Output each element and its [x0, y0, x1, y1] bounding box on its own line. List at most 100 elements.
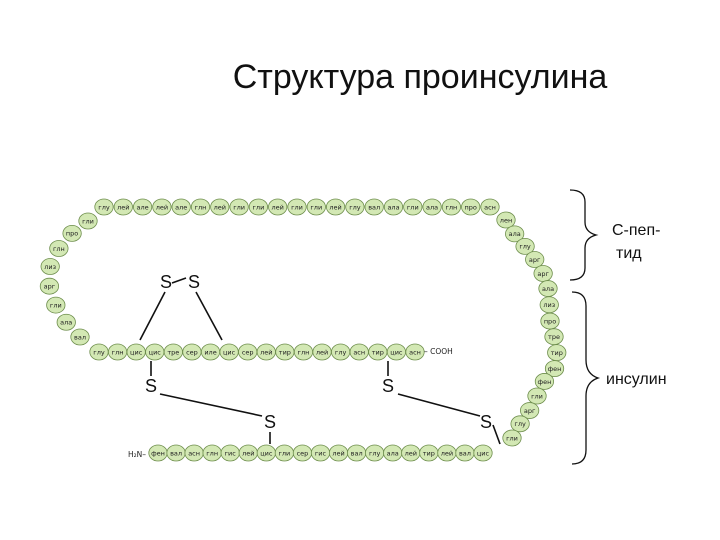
amino-acid-bead: лен	[496, 211, 516, 229]
amino-acid-bead: сер	[238, 343, 258, 361]
amino-acid-label: глу	[93, 348, 105, 356]
sulfur-label: S	[480, 412, 492, 432]
amino-acid-bead: глу	[515, 237, 535, 255]
amino-acid-bead: глу	[510, 415, 530, 433]
amino-acid-label: тир	[372, 348, 384, 356]
amino-acid-bead: ала	[422, 198, 442, 216]
amino-acid-label: гли	[407, 203, 419, 211]
amino-acid-label: асн	[188, 449, 200, 457]
amino-acid-label: сер	[186, 348, 198, 356]
amino-acid-label: лей	[316, 348, 328, 356]
amino-acid-bead: сер	[292, 444, 313, 462]
amino-acid-label: глн	[298, 348, 310, 356]
amino-acid-label: вал	[459, 449, 471, 457]
amino-acid-bead: асн	[349, 343, 369, 361]
sulfur-label: S	[382, 376, 394, 396]
amino-acid-label: фен	[151, 449, 165, 457]
amino-acid-label: фен	[538, 378, 552, 386]
amino-acid-label: сер	[242, 348, 254, 356]
amino-acid-bead: гли	[229, 198, 249, 216]
amino-acid-bead: фен	[544, 360, 565, 378]
amino-acid-bead: цис	[256, 444, 276, 462]
c-peptide-label: С-пеп-	[612, 222, 660, 239]
amino-acid-bead: цис	[126, 343, 146, 361]
amino-acid-bead: глн	[190, 198, 211, 216]
amino-acid-label: глу	[369, 449, 381, 457]
insulin-brace	[571, 291, 601, 465]
amino-acid-label: лей	[332, 449, 344, 457]
amino-acid-bead: цис	[473, 444, 493, 462]
amino-acid-label: ала	[387, 449, 399, 457]
amino-acid-label: глн	[112, 348, 124, 356]
amino-acid-label: арг	[529, 256, 541, 264]
amino-acid-label: ала	[426, 203, 438, 211]
disulfide-bond	[195, 291, 223, 341]
amino-acid-bead: сер	[182, 343, 202, 361]
disulfide-bond	[492, 424, 501, 445]
amino-acid-label: гли	[531, 392, 543, 400]
amino-acid-bead: глу	[331, 343, 351, 361]
amino-acid-bead: тир	[547, 344, 567, 362]
amino-acid-bead: тир	[419, 444, 439, 462]
amino-acid-bead: лей	[437, 444, 457, 462]
amino-acid-bead: лей	[256, 343, 276, 361]
amino-acid-bead: лей	[238, 444, 258, 462]
amino-acid-label: лей	[405, 449, 417, 457]
amino-acid-bead: вал	[455, 444, 475, 462]
amino-acid-label: гли	[82, 217, 94, 225]
amino-acid-label: вал	[74, 333, 86, 341]
amino-acid-bead: про	[461, 198, 481, 216]
amino-acid-bead: глу	[345, 198, 365, 216]
amino-acid-bead: цис	[145, 343, 165, 361]
amino-acid-bead: лиз	[40, 258, 60, 275]
amino-acid-label: гис	[315, 449, 327, 457]
amino-acid-bead: вал	[166, 444, 186, 462]
amino-acid-label: глу	[519, 243, 531, 251]
sulfur-label: S	[264, 412, 276, 432]
amino-acid-label: лей	[260, 348, 272, 356]
amino-acid-bead: асн	[480, 198, 500, 216]
amino-acid-bead: ала	[56, 313, 76, 331]
amino-acid-label: ала	[509, 230, 521, 238]
amino-acid-label: цис	[223, 348, 236, 356]
amino-acid-label: цис	[130, 348, 143, 356]
amino-acid-bead: фен	[148, 444, 168, 462]
amino-acid-bead: лей	[152, 198, 172, 216]
amino-acid-bead: глу	[94, 198, 114, 216]
amino-acid-bead: гли	[502, 429, 522, 447]
amino-acid-label: гли	[506, 434, 518, 442]
c-peptide-brace	[569, 189, 599, 281]
amino-acid-bead: гис	[310, 444, 331, 462]
disulfide-bonds: S S S S S S	[139, 272, 501, 445]
insulin-label: инсулин	[606, 371, 667, 388]
amino-acid-label: гли	[291, 203, 303, 211]
amino-acid-label: про	[465, 203, 477, 211]
amino-acid-bead: глу	[89, 343, 109, 361]
amino-acid-bead: глн	[107, 343, 128, 361]
amino-acid-bead: лей	[268, 198, 288, 216]
amino-acid-label: асн	[484, 203, 496, 211]
amino-acid-bead: глн	[202, 444, 222, 462]
disulfide-bond	[159, 393, 263, 417]
amino-acid-bead: гли	[46, 296, 66, 314]
amino-acid-label: лей	[329, 203, 341, 211]
amino-acid-label: тир	[423, 449, 435, 457]
amino-acid-label: тир	[551, 349, 563, 357]
amino-acid-bead: арг	[525, 251, 545, 268]
amino-acid-bead: глн	[293, 343, 314, 361]
amino-acid-label: ала	[542, 285, 554, 293]
amino-acid-bead: тре	[544, 328, 564, 346]
amino-acid-bead: гли	[78, 212, 98, 230]
amino-acid-label: глу	[98, 203, 110, 211]
amino-acid-label: про	[66, 230, 78, 238]
amino-acid-label: гли	[253, 203, 265, 211]
amino-acid-bead: глн	[49, 240, 69, 257]
amino-acid-bead: гли	[287, 198, 307, 216]
amino-acid-bead: гли	[306, 198, 326, 216]
amino-acid-label: глу	[335, 348, 347, 356]
amino-acid-bead: вал	[364, 198, 384, 216]
amino-acid-bead: фен	[534, 373, 555, 390]
amino-acid-label: ала	[387, 203, 399, 211]
amino-acid-label: гли	[278, 449, 290, 457]
